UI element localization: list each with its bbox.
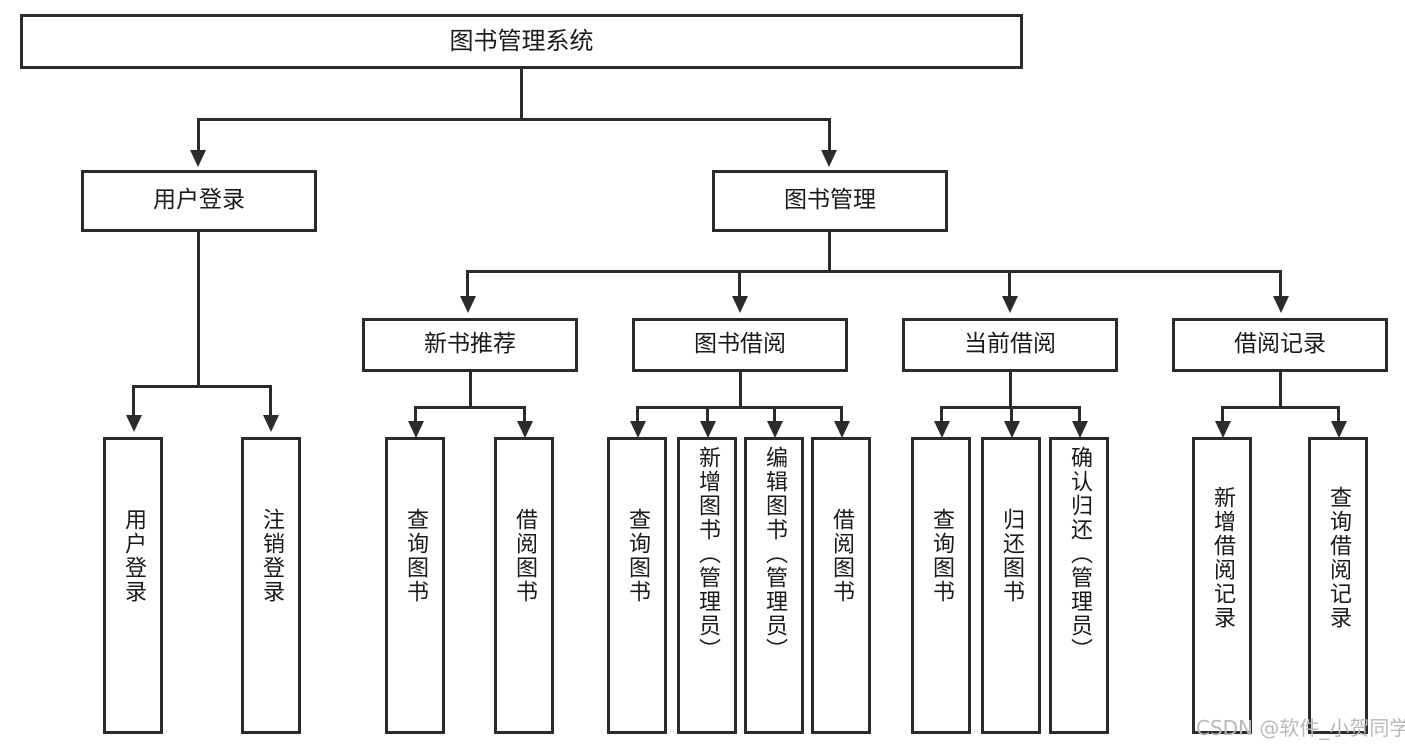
node-label: 当前借阅 [964,331,1056,358]
arrow-bb-lend [834,421,850,438]
node-label: 图书管理 [784,187,876,214]
node-label: 查询图书 [929,508,954,604]
connector-drop-cb-return [1010,406,1013,428]
connector-drop-nb-borrow [523,406,526,428]
arrow-current-borrow [1002,296,1018,313]
arrow-nb-query [408,421,424,438]
node-label: 用户登录 [121,508,146,604]
leaf-cb-confirm-return-admin[interactable]: 确认归还（管理员） [1049,437,1109,734]
arrow-borrow-record [1273,296,1289,313]
leaf-br-add-record[interactable]: 新增借阅记录 [1192,437,1252,734]
leaf-bb-lend-book[interactable]: 借阅图书 [811,437,871,734]
node-label: 新增图书（管理员） [695,446,720,662]
connector-drop-new-book-rec [466,270,469,298]
connector-drop-current-borrow [1008,270,1011,298]
arrow-cb-query [934,421,950,438]
connector-record-bus [1221,406,1340,409]
leaf-bb-add-book-admin[interactable]: 新增图书（管理员） [677,437,737,734]
node-label: 借阅图书 [512,508,537,604]
node-new-book-recommendation[interactable]: 新书推荐 [362,318,578,372]
node-label: 图书借阅 [694,331,786,358]
arrow-book-mgmt [821,150,837,167]
node-label: 注销登录 [259,508,284,604]
leaf-br-query-record[interactable]: 查询借阅记录 [1308,437,1368,734]
arrow-bb-query [630,421,646,438]
leaf-nb-query-book[interactable]: 查询图书 [385,437,445,734]
connector-newbook-stem [469,372,472,408]
connector-bookmgmt-stem [828,232,831,272]
node-label: 查询图书 [403,508,428,604]
connector-drop-br-query [1337,406,1340,428]
arrow-nb-borrow [517,421,533,438]
connector-drop-nb-query [414,406,417,428]
connector-drop-book-mgmt [828,118,831,153]
arrow-cb-return [1004,421,1020,438]
arrow-bb-edit [767,421,783,438]
node-user-login[interactable]: 用户登录 [81,170,317,232]
node-label: 借阅记录 [1234,331,1326,358]
leaf-bb-edit-book-admin[interactable]: 编辑图书（管理员） [744,437,804,734]
node-label: 确认归还（管理员） [1067,446,1092,662]
connector-drop-cb-confirm [1078,406,1081,428]
connector-drop-user-login [197,118,200,153]
connector-userlogin-bus [132,385,271,388]
leaf-cb-return-book[interactable]: 归还图书 [981,437,1041,734]
connector-record-stem [1279,372,1282,408]
connector-drop-leaf-userlogin [132,385,135,417]
connector-drop-cb-query [940,406,943,428]
node-label: 新增借阅记录 [1210,486,1235,630]
arrow-br-add [1215,421,1231,438]
connector-drop-leaf-logout [269,385,272,417]
node-label: 图书管理系统 [449,27,594,56]
leaf-cb-query-book[interactable]: 查询图书 [911,437,971,734]
node-book-management[interactable]: 图书管理 [712,170,948,232]
connector-borrow-bus [636,406,843,409]
connector-newbook-bus [414,406,526,409]
connector-bookmgmt-bus [466,270,1282,273]
arrow-new-book-rec [460,296,476,313]
arrow-leaf-user-login [126,415,142,432]
node-label: 查询图书 [625,508,650,604]
node-borrow-record[interactable]: 借阅记录 [1172,318,1388,372]
connector-drop-bb-edit [773,406,776,428]
connector-root-bus [197,118,831,121]
connector-drop-bb-add [706,406,709,428]
connector-drop-br-add [1221,406,1224,428]
node-root-system[interactable]: 图书管理系统 [20,14,1023,69]
arrow-leaf-logout [263,415,279,432]
node-label: 用户登录 [153,187,245,214]
connector-drop-borrow-record [1279,270,1282,298]
connector-drop-bb-query [636,406,639,428]
node-label: 查询借阅记录 [1326,486,1351,630]
leaf-logout[interactable]: 注销登录 [241,437,301,734]
arrow-br-query [1331,421,1347,438]
arrow-cb-confirm [1072,421,1088,438]
leaf-bb-query-book[interactable]: 查询图书 [607,437,667,734]
leaf-user-login[interactable]: 用户登录 [103,437,163,734]
connector-drop-bb-lend [840,406,843,428]
node-book-borrow[interactable]: 图书借阅 [632,318,848,372]
node-label: 归还图书 [999,508,1024,604]
connector-root-stem [520,69,523,120]
connector-current-stem [1009,372,1012,408]
node-current-borrow[interactable]: 当前借阅 [902,318,1118,372]
csdn-watermark: CSDN @软件_小贺同学 [1196,716,1405,740]
leaf-nb-borrow-book[interactable]: 借阅图书 [494,437,554,734]
arrow-book-borrow [732,296,748,313]
arrow-user-login [190,150,206,167]
connector-userlogin-stem [197,232,200,387]
node-label: 借阅图书 [829,508,854,604]
node-label: 编辑图书（管理员） [762,446,787,662]
node-label: 新书推荐 [424,331,516,358]
arrow-bb-add [700,421,716,438]
connector-drop-book-borrow [738,270,741,298]
connector-borrow-stem [739,372,742,408]
